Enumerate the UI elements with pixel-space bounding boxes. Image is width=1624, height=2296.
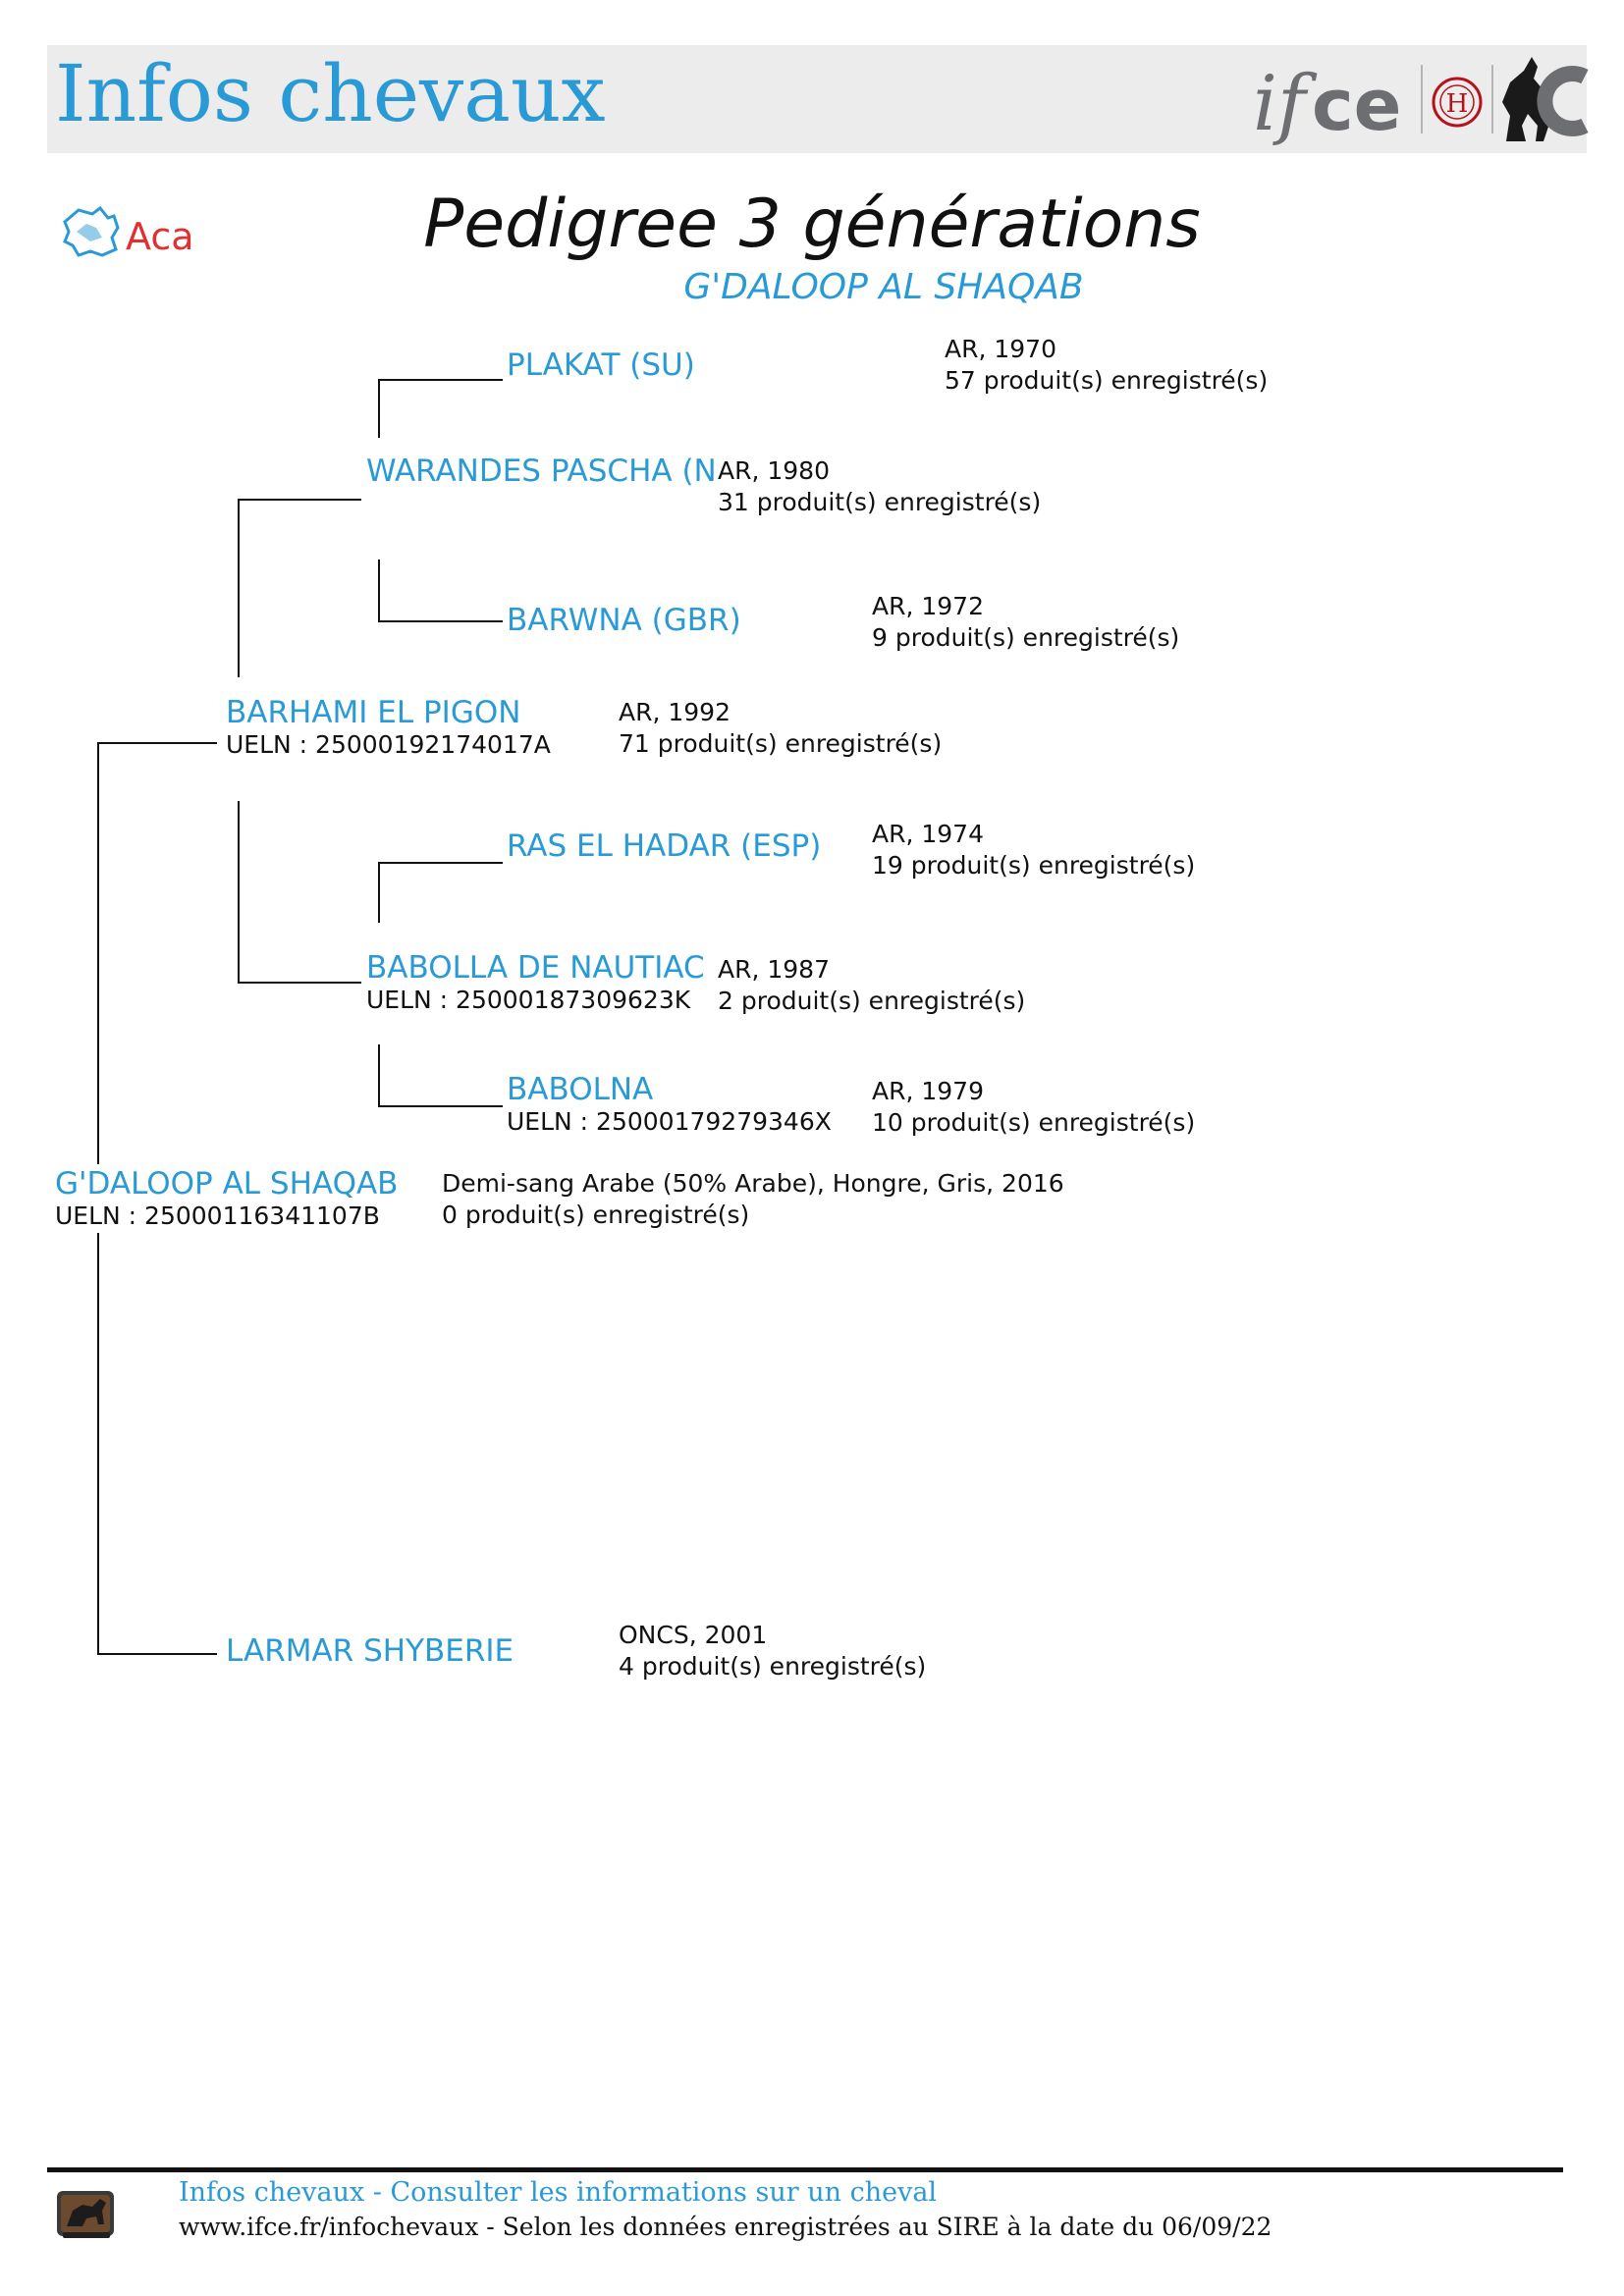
subject-name[interactable]: G'DALOOP AL SHAQAB (55, 1166, 399, 1201)
sire-dam-details: AR, 1987 (718, 955, 830, 984)
svg-text:H: H (1446, 89, 1469, 119)
document-title: Pedigree 3 générations (423, 186, 1201, 263)
sd-dam-products: 10 produit(s) enregistré(s) (872, 1108, 1196, 1137)
horse-rearing-icon (1502, 57, 1549, 141)
france-map-icon (63, 205, 120, 257)
subject-details: Demi-sang Arabe (50% Arabe), Hongre, Gri… (442, 1169, 1064, 1198)
subject-products: 0 produit(s) enregistré(s) (442, 1201, 750, 1229)
dam-details: ONCS, 2001 (619, 1621, 768, 1649)
sire-sire-details: AR, 1980 (718, 456, 830, 485)
sd-dam-ueln: UELN : 25000179279346X (507, 1107, 832, 1136)
header-band (47, 45, 1587, 153)
ss-dam-name[interactable]: BARWNA (GBR) (507, 603, 741, 638)
ss-sire-products: 57 produit(s) enregistré(s) (945, 366, 1269, 395)
sire-dam-name[interactable]: BABOLLA DE NAUTIAC (366, 950, 705, 986)
svg-text:Aca: Aca (126, 215, 194, 258)
header-title: Infos chevaux (55, 48, 606, 139)
ifce-logo: if ce H (1253, 57, 1589, 148)
dam-products: 4 produit(s) enregistré(s) (619, 1652, 927, 1681)
svg-text:ce: ce (1312, 64, 1402, 146)
haras-seal-icon (1432, 77, 1483, 128)
footer-title: Infos chevaux - Consulter les informatio… (179, 2177, 938, 2208)
footer-source: www.ifce.fr/infochevaux - Selon les donn… (179, 2213, 1272, 2241)
sire-sire-products: 31 produit(s) enregistré(s) (718, 488, 1042, 516)
aca-logo: Aca (63, 205, 194, 258)
sire-products: 71 produit(s) enregistré(s) (619, 729, 943, 758)
sd-sire-products: 19 produit(s) enregistré(s) (872, 851, 1196, 880)
sire-name[interactable]: BARHAMI EL PIGON (226, 695, 521, 730)
ss-dam-details: AR, 1972 (872, 592, 984, 620)
infochevaux-horse-icon (57, 2191, 114, 2238)
subject-ueln: UELN : 25000116341107B (55, 1201, 380, 1230)
sire-dam-products: 2 produit(s) enregistré(s) (718, 987, 1026, 1015)
sd-dam-details: AR, 1979 (872, 1077, 984, 1105)
ss-sire-details: AR, 1970 (945, 335, 1056, 363)
sire-ueln: UELN : 25000192174017A (226, 730, 551, 759)
ss-sire-name[interactable]: PLAKAT (SU) (507, 347, 695, 383)
c-letter-icon (1537, 66, 1589, 136)
sire-dam-ueln: UELN : 25000187309623K (366, 986, 691, 1014)
document-subject: G'DALOOP AL SHAQAB (683, 267, 1084, 307)
footer-rule (47, 2167, 1563, 2172)
sd-dam-name[interactable]: BABOLNA (507, 1072, 654, 1107)
dam-name[interactable]: LARMAR SHYBERIE (226, 1633, 514, 1669)
sire-sire-name[interactable]: WARANDES PASCHA (NLD) (366, 454, 718, 489)
ss-dam-products: 9 produit(s) enregistré(s) (872, 623, 1180, 652)
svg-text:if: if (1253, 60, 1318, 148)
sd-sire-name[interactable]: RAS EL HADAR (ESP) (507, 828, 822, 864)
sire-details: AR, 1992 (619, 698, 731, 726)
sd-sire-details: AR, 1974 (872, 820, 984, 848)
